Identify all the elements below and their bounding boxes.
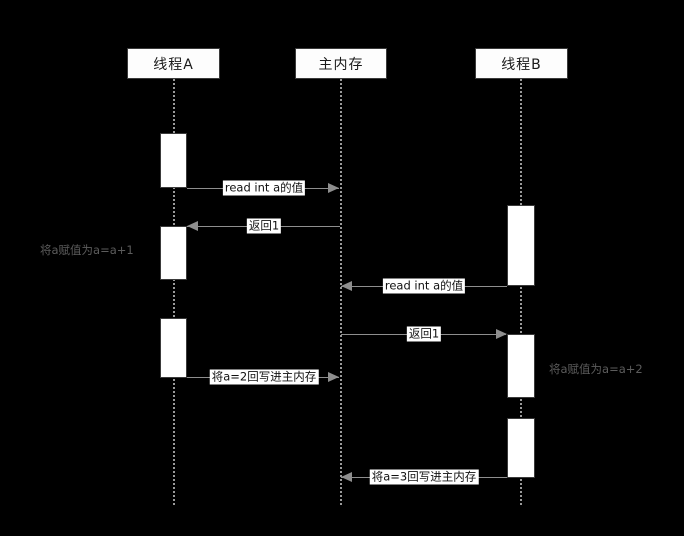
arrow-head-m1 bbox=[328, 183, 339, 193]
arrow-head-m3 bbox=[341, 281, 352, 291]
activation-thread-b-3 bbox=[507, 418, 535, 478]
message-label-m6: 将a=3回写进主内存 bbox=[369, 469, 479, 485]
actor-box-main-memory[interactable]: 主内存 bbox=[295, 48, 387, 79]
activation-thread-b-1 bbox=[507, 205, 535, 286]
arrow-head-m4 bbox=[496, 329, 507, 339]
actor-box-thread-a[interactable]: 线程A bbox=[127, 48, 220, 79]
note-thread-b-assign: 将a赋值为a=a+2 bbox=[549, 362, 643, 376]
message-label-m4: 返回1 bbox=[406, 326, 442, 342]
actor-label-thread-a: 线程A bbox=[153, 56, 194, 73]
lifeline-main-memory bbox=[340, 79, 342, 505]
actor-box-thread-b[interactable]: 线程B bbox=[475, 48, 568, 79]
message-label-m1: read int a的值 bbox=[222, 180, 306, 196]
lifeline-thread-b bbox=[520, 79, 522, 505]
actor-label-main-memory: 主内存 bbox=[318, 56, 364, 73]
actor-label-thread-b: 线程B bbox=[501, 56, 542, 73]
activation-thread-a-3 bbox=[160, 318, 187, 378]
message-label-m2: 返回1 bbox=[246, 218, 282, 234]
arrow-head-m6 bbox=[341, 472, 352, 482]
arrow-head-m5 bbox=[328, 372, 339, 382]
activation-thread-a-2 bbox=[160, 226, 187, 280]
message-label-m3: read int a的值 bbox=[382, 278, 466, 294]
activation-thread-b-2 bbox=[507, 334, 535, 398]
lifeline-thread-a bbox=[173, 79, 175, 505]
arrow-head-m2 bbox=[187, 221, 198, 231]
message-label-m5: 将a=2回写进主内存 bbox=[209, 369, 319, 385]
note-thread-a-assign: 将a赋值为a=a+1 bbox=[40, 243, 134, 257]
activation-thread-a-1 bbox=[160, 133, 187, 188]
